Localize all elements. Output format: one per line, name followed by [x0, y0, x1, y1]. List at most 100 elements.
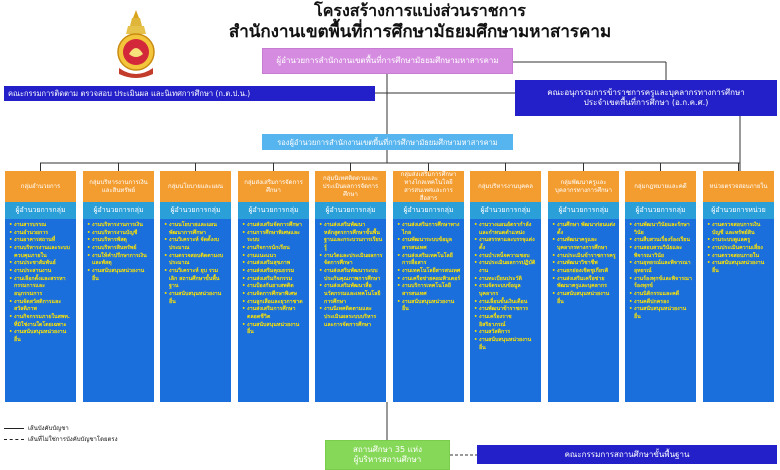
duty-item: งานสนับสนุนหน่วยงานอื่น: [9, 329, 73, 344]
chart-title: โครงสร้างการแบ่งส่วนราชการ: [314, 1, 526, 20]
school-board-box: คณะกรรมการสถานศึกษาขั้นพื้นฐาน: [477, 445, 777, 464]
group-head: ผู้อำนวยการกลุ่ม: [393, 202, 464, 219]
duty-item: งานส่งเสริมเทคโนโลยีการสื่อสาร: [397, 253, 461, 268]
duty-item: งานพัฒนาข้าราชการ: [474, 306, 538, 314]
legend-dashed: เส้นที่ไม่ใช่การบังคับบัญชาโดยตรง: [4, 434, 118, 444]
group-head: ผู้อำนวยการกลุ่ม: [625, 202, 696, 219]
group-duties: งานวางแผนอัตรากำลังและกำหนดตำแหน่งงานสรร…: [470, 219, 541, 402]
legend-solid-line: [4, 427, 24, 429]
duty-item: งานสนับสนุนหน่วยงานอื่น: [242, 322, 306, 337]
duty-item: งานสรรหาและบรรจุแต่งตั้ง: [474, 237, 538, 252]
duty-item: งานสนับสนุนหน่วยงานอื่น: [474, 337, 538, 352]
personnel-subcommittee-line2: ประจำเขตพื้นที่การศึกษา (อ.ก.ค.ศ.): [583, 98, 709, 107]
duty-item: งานประเมินข้าราชการครู: [552, 253, 616, 261]
duty-item: งานร้องทุกข์และพิจารณาร้องทุกข์: [629, 276, 693, 291]
duty-item: งานเลือกตั้งและสรรหากรรมการและอนุกรรมการ: [9, 276, 73, 299]
duty-item: งานอาคารสถานที่: [9, 237, 73, 245]
legend-dashed-line: [4, 438, 24, 440]
duty-item: งานสนับสนุนหน่วยงานอื่น: [397, 299, 461, 314]
duty-item: งานบริหารงานการเงิน: [87, 222, 151, 230]
group-head: ผู้อำนวยการกลุ่ม: [315, 202, 386, 219]
duty-item: งานนโยบายและแผนพัฒนาการศึกษา: [164, 222, 228, 237]
duty-item: งานยกย่องเชิดชูเกียรติ: [552, 268, 616, 276]
group-duties: งานนโยบายและแผนพัฒนาการศึกษางานวิเคราะห์…: [160, 219, 231, 402]
group-duties: งานส่งเสริมจัดการศึกษางานการศึกษาพิเศษแล…: [238, 219, 309, 402]
duty-item: งานกิจกรรมภายในสพท. ที่มิใช่งานใดโดยเฉพา…: [9, 314, 73, 329]
duty-item: งานสนับสนุนหน่วยงานอื่น: [707, 260, 771, 275]
duty-item: งานป้องกันยาเสพติด: [242, 283, 306, 291]
duty-item: งานกิจการนักเรียน: [242, 245, 306, 253]
duty-item: งานศึกษา พัฒนาก่อนแต่งตั้ง: [552, 222, 616, 237]
monitoring-committee-box: คณะกรรมการติดตาม ตรวจสอบ ประเมินผล และนิ…: [4, 86, 375, 101]
duty-item: งานระบบดูแลครู: [707, 237, 771, 245]
duty-item: งานตรวจสอบการเงิน บัญชี และทรัพย์สิน: [707, 222, 771, 237]
duty-item: งานประสานงาน: [9, 268, 73, 276]
group-name: กลุ่มนโยบายและแผน: [160, 171, 231, 203]
duty-item: งานพัฒนาวิชาชีพ: [552, 260, 616, 268]
chart-subtitle: สำนักงานเขตพื้นที่การศึกษามัธยมศึกษามหาส…: [228, 22, 612, 42]
group-name: กลุ่มส่งเสริมการจัดการศึกษา: [238, 171, 309, 203]
duty-item: งานสืบสวนเรื่องร้องเรียน: [629, 237, 693, 245]
duty-item: งานให้คำปรึกษาการเงินและพัสดุ: [87, 253, 151, 268]
duty-item: งานบริหารงานและระบบควบคุมภายใน: [9, 245, 73, 260]
duty-item: งานบริการเทคโนโลยีสารสนเทศ: [397, 283, 461, 298]
duty-item: งานบริหารงานบัญชี: [87, 230, 151, 238]
duty-item: งานพัฒนาระบบข้อมูลสารสนเทศ: [397, 237, 461, 252]
duty-item: งานอุทธรณ์และพิจารณาอุทธรณ์: [629, 260, 693, 275]
duty-item: งานนิติกรรมและคดี: [629, 291, 693, 299]
group-head: ผู้อำนวยการกลุ่ม: [160, 202, 231, 219]
duty-item: งานประเมินผลการปฏิบัติงาน: [474, 260, 538, 275]
group-name: หน่วยตรวจสอบภายใน: [703, 171, 774, 203]
duty-item: งานบำเหน็จความชอบ: [474, 253, 538, 261]
duty-item: งานการศึกษาพิเศษและระบบ: [242, 230, 306, 245]
duty-item: งานอำนวยการ: [9, 230, 73, 238]
duty-item: งานเครื่องราชอิสริยาภรณ์: [474, 314, 538, 329]
group-head: ผู้อำนวยการกลุ่ม: [5, 202, 76, 219]
group-name: กลุ่มนิเทศติดตามและประเมินผลการจัดการศึก…: [315, 171, 386, 203]
duty-item: งานลูกเสือและยุวกาชาด: [242, 299, 306, 307]
personnel-subcommittee-line1: คณะอนุกรรมการข้าราชการครูและบุคลากรทางกา…: [547, 88, 745, 98]
duty-item: งานสวัสดิการ: [474, 329, 538, 337]
group-head: ผู้อำนวยการกลุ่ม: [470, 202, 541, 219]
group-name: กลุ่มบริหารงานการเงินและสินทรัพย์: [83, 171, 154, 203]
duty-item: งานบริหารพัสดุ: [87, 237, 151, 245]
duty-item: งานสนับสนุนหน่วยงานอื่น: [629, 306, 693, 321]
duty-item: งานตรวจสอบติดตามงบประมาณ: [164, 253, 228, 268]
duty-item: งานประเมินความเสี่ยง: [707, 245, 771, 253]
duty-item: งานบริหารสินทรัพย์: [87, 245, 151, 253]
legend-solid: เส้นบังคับบัญชา: [4, 423, 69, 433]
deputy-director-box: รองผู้อำนวยการสำนักงานเขตพื้นที่การศึกษา…: [262, 134, 513, 150]
duty-item: งานเลื่อนขั้นเงินเดือน: [474, 299, 538, 307]
director-box: ผู้อำนวยการสำนักงานเขตพื้นที่การศึกษามัธ…: [262, 48, 513, 74]
duty-item: งานส่งเสริมจัดการศึกษา: [242, 222, 306, 230]
duty-item: งานส่งเสริมคุณธรรม: [242, 268, 306, 276]
schools-box: สถานศึกษา 35 แห่ง ผู้บริหารสถานศึกษา: [325, 440, 450, 470]
group-duties: งานตรวจสอบการเงิน บัญชี และทรัพย์สินงานร…: [703, 219, 774, 402]
duty-item: งานคดีปกครอง: [629, 299, 693, 307]
legend-solid-label: เส้นบังคับบัญชา: [28, 425, 69, 432]
group-name: กลุ่มพัฒนาครูและบุคลากรทางการศึกษา: [548, 171, 619, 203]
group-name: กลุ่มบริหารงานบุคคล: [470, 171, 541, 203]
duty-item: งานแนะแนว: [242, 253, 306, 261]
duty-item: งานส่งเสริมการศึกษาทางไกล: [397, 222, 461, 237]
duty-item: งานสนับสนุนหน่วยงานอื่น: [87, 268, 151, 283]
group-head: ผู้อำนวยการกลุ่ม: [548, 202, 619, 219]
schools-count: สถานศึกษา 35 แห่ง: [353, 445, 422, 455]
duty-item: งานประชาสัมพันธ์: [9, 260, 73, 268]
duty-item: งานส่งเสริมการศึกษาตลอดชีวิต: [242, 306, 306, 321]
duty-item: งานวัดและประเมินผลการจัดการศึกษา: [319, 253, 383, 268]
duty-item: งานสารบรรณ: [9, 222, 73, 230]
duty-item: งานสอบสวนวินัยและพิจารณาวินัย: [629, 245, 693, 260]
duty-item: งานทะเบียนประวัติ: [474, 276, 538, 284]
duty-item: งานตรวจสอบภายใน: [707, 253, 771, 261]
group-head: ผู้อำนวยการหน่วย: [703, 202, 774, 219]
duty-item: งานจัดระบบข้อมูลบุคลากร: [474, 283, 538, 298]
duty-item: งานนิเทศติดตามและประเมินผลระบบบริหารและก…: [319, 306, 383, 329]
duty-item: งานวิเคราะห์ ยุบ รวม เลิก สถานศึกษาขั้นพ…: [164, 268, 228, 291]
duty-item: งานสนับสนุนหน่วยงานอื่น: [552, 291, 616, 306]
duty-item: งานจัดสวัสดิการและสวัสดิภาพ: [9, 299, 73, 314]
group-name: กลุ่มส่งเสริมการศึกษาทางไกลเทคโนโลยีสารส…: [393, 171, 464, 203]
group-duties: งานสารบรรณงานอำนวยการงานอาคารสถานที่งานบ…: [5, 219, 76, 402]
duty-item: งานส่งเสริมกิจกรรม: [242, 276, 306, 284]
